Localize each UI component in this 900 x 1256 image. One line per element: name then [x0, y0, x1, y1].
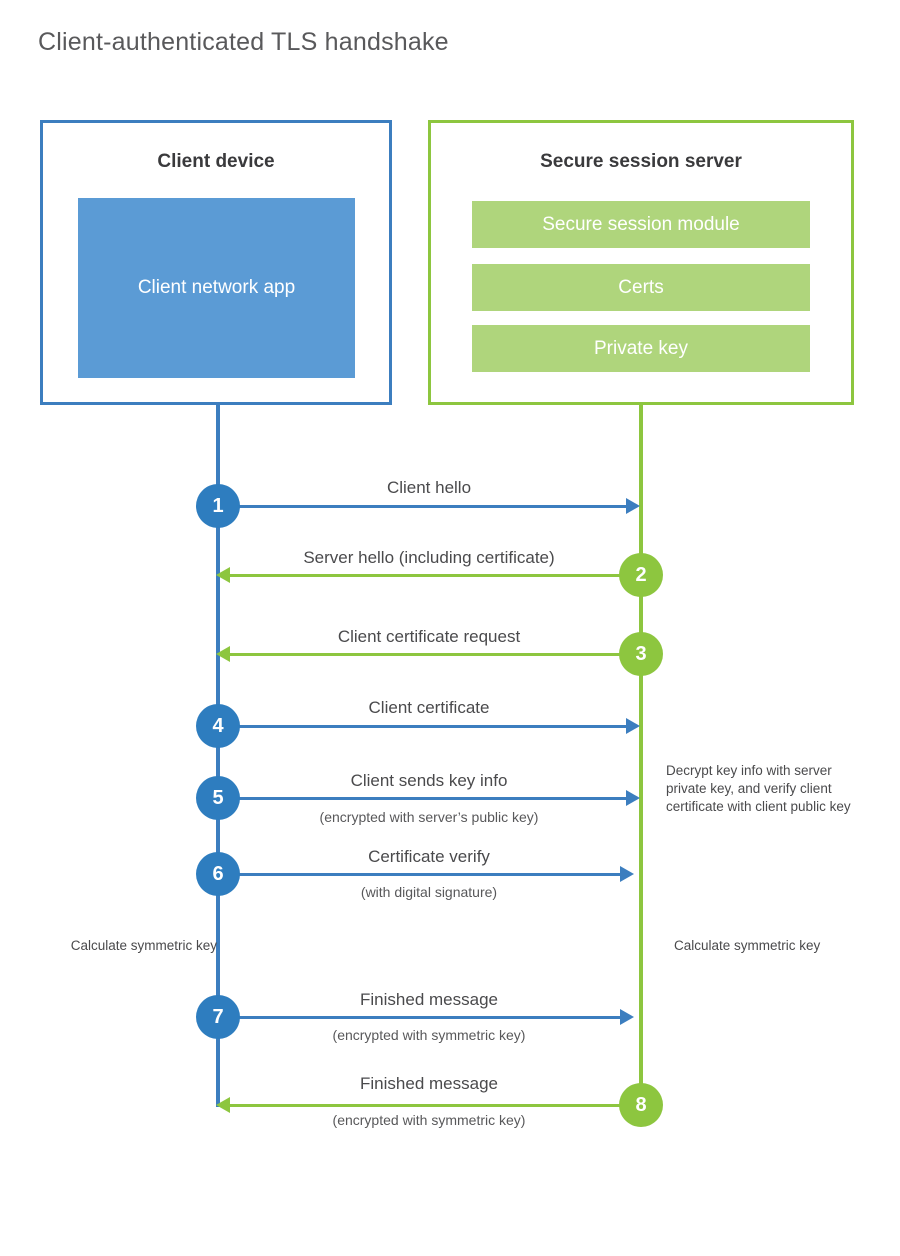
- step-4-arrowhead-icon: [626, 718, 640, 734]
- step-4-marker[interactable]: 4: [196, 704, 240, 748]
- step-8-arrowhead-icon: [216, 1097, 230, 1113]
- secure-session-server-box: Secure session server Secure session mod…: [428, 120, 854, 405]
- step-3-label: Client certificate request: [337, 627, 521, 646]
- step-4-label: Client certificate: [368, 698, 490, 717]
- step-5-line: [218, 797, 628, 800]
- server-decrypt-note: Decrypt key info with server private key…: [666, 763, 851, 814]
- server-module-certs: Certs: [472, 264, 810, 311]
- step-3-line: [230, 653, 642, 656]
- step-3-marker[interactable]: 3: [619, 632, 663, 676]
- step-8-label: Finished message: [360, 1074, 498, 1093]
- step-5-label: Client sends key info: [350, 771, 508, 790]
- client-lifeline: [216, 405, 220, 1107]
- page-title: Client-authenticated TLS handshake: [38, 28, 449, 56]
- step-7-sublabel: (encrypted with symmetric key): [332, 1027, 526, 1043]
- step-1-line: [218, 505, 628, 508]
- step-1-label: Client hello: [386, 478, 472, 497]
- step-2-line: [230, 574, 642, 577]
- step-6-label: Certificate verify: [368, 847, 490, 866]
- client-device-title: Client device: [157, 151, 275, 172]
- client-network-app-block: Client network app: [78, 198, 355, 378]
- client-device-box: Client device Client network app: [40, 120, 392, 405]
- step-7-marker[interactable]: 7: [196, 995, 240, 1039]
- step-2-arrowhead-icon: [216, 567, 230, 583]
- secure-session-server-title: Secure session server: [540, 151, 742, 172]
- step-1-arrowhead-icon: [626, 498, 640, 514]
- step-5-arrowhead-icon: [626, 790, 640, 806]
- step-7-arrowhead-icon: [620, 1009, 634, 1025]
- step-6-arrowhead-icon: [620, 866, 634, 882]
- step-2-marker[interactable]: 2: [619, 553, 663, 597]
- step-7-line: [218, 1016, 622, 1019]
- step-6-line: [218, 873, 622, 876]
- step-8-line: [230, 1104, 642, 1107]
- step-5-marker[interactable]: 5: [196, 776, 240, 820]
- server-module-secure-session-module: Secure session module: [472, 201, 810, 248]
- step-6-sublabel: (with digital signature): [360, 884, 498, 900]
- step-3-arrowhead-icon: [216, 646, 230, 662]
- server-calculate-symmetric-key-note: Calculate symmetric key: [674, 938, 821, 953]
- step-6-marker[interactable]: 6: [196, 852, 240, 896]
- step-1-marker[interactable]: 1: [196, 484, 240, 528]
- step-8-sublabel: (encrypted with symmetric key): [332, 1112, 526, 1128]
- server-lifeline: [639, 405, 643, 1107]
- client-calculate-symmetric-key-note: Calculate symmetric key: [70, 938, 217, 953]
- step-7-label: Finished message: [360, 990, 498, 1009]
- step-8-marker[interactable]: 8: [619, 1083, 663, 1127]
- server-module-private-key: Private key: [472, 325, 810, 372]
- step-5-sublabel: (encrypted with server’s public key): [319, 809, 539, 825]
- step-4-line: [218, 725, 628, 728]
- step-2-label: Server hello (including certificate): [303, 548, 555, 567]
